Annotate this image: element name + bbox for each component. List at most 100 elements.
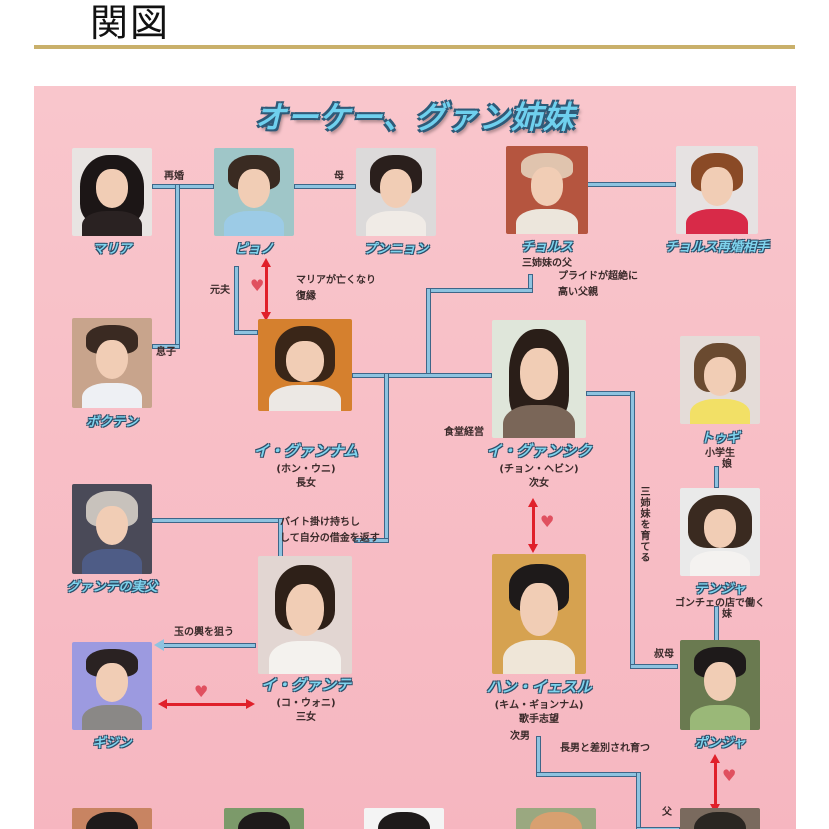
desc-toggi: 小学生 xyxy=(705,448,735,459)
name-cholsu-wife: チョルス再婚相手 xyxy=(664,240,770,255)
portrait-gijun[interactable] xyxy=(72,642,152,730)
portrait-pyono[interactable] xyxy=(214,148,294,236)
desc-tenja: ゴンチェの店で働く xyxy=(675,598,765,609)
note-discriminated: 長男と差別され育つ xyxy=(560,743,650,754)
note-restaurant: 食堂経営 xyxy=(444,427,484,438)
line-ex-husband xyxy=(234,266,239,334)
note-son: 息子 xyxy=(156,347,176,358)
note-reunited-1: マリアが亡くなり xyxy=(296,275,376,286)
heading-divider xyxy=(34,45,795,49)
desc-gwansik: 次女 xyxy=(529,478,549,489)
note-part-time-2: して自分の借金を返す xyxy=(280,533,380,544)
note-remarried: 再婚 xyxy=(164,171,184,182)
name-tenja: テンジャ xyxy=(694,582,746,597)
name-gwante-father: グァンテの実父 xyxy=(66,580,158,595)
love-arrow-pyono-gwannam xyxy=(265,266,268,316)
desc-cholsu: 三姉妹の父 xyxy=(522,258,572,269)
line-gwansik-right xyxy=(586,391,634,396)
note-younger-sister: 妹 xyxy=(722,609,732,620)
name-gijun: ギジン xyxy=(92,736,132,751)
name-bokuten: ボクテン xyxy=(85,415,139,430)
love-arrow-gijun-gwante xyxy=(166,703,246,706)
name-pyono: ピョノ xyxy=(234,242,274,257)
portrait-bottom-3[interactable] xyxy=(364,808,444,829)
note-reunited-2: 復縁 xyxy=(296,291,316,302)
portrait-han-yeseul[interactable] xyxy=(492,554,586,674)
name-cholsu: チョルス xyxy=(520,240,574,255)
note-part-time-1: バイト掛け持ちし xyxy=(280,517,360,528)
line-gwante-join xyxy=(354,538,389,543)
portrait-bottom-4[interactable] xyxy=(516,808,596,829)
arrow-up-icon xyxy=(710,754,720,763)
note-mother: 母 xyxy=(334,171,344,182)
line-toggi-tenja xyxy=(714,466,719,488)
portrait-bokuten[interactable] xyxy=(72,318,152,408)
heart-icon: ♥ xyxy=(540,512,555,531)
portrait-cholsu-wife[interactable] xyxy=(676,146,758,234)
portrait-punnyon[interactable] xyxy=(356,148,436,236)
portrait-bottom-1[interactable] xyxy=(72,808,152,829)
note-daughter: 娘 xyxy=(722,459,732,470)
actor-gwansik: (チョン・ヘビン) xyxy=(499,464,579,475)
arrow-down-icon xyxy=(528,544,538,553)
line-gold-digger xyxy=(162,643,256,648)
arrow-up-icon xyxy=(528,498,538,507)
arrow-right-icon xyxy=(246,699,255,709)
desc-gwannam: 長女 xyxy=(296,478,316,489)
heart-icon: ♥ xyxy=(194,682,209,701)
arrow-gold-digger-icon xyxy=(154,639,164,651)
note-aunt: 叔母 xyxy=(654,649,674,660)
desc-gwante: 三女 xyxy=(296,712,316,723)
line-gwannam-gwansik xyxy=(352,373,492,378)
line-gwannam-down xyxy=(384,373,389,543)
page-heading: 関図 xyxy=(90,1,171,45)
portrait-gwante[interactable] xyxy=(258,556,352,674)
arrow-left-icon xyxy=(158,699,167,709)
name-gwante: イ・グァンテ xyxy=(260,676,352,694)
line-han-down xyxy=(536,736,541,776)
name-toggi: トゥギ xyxy=(700,431,740,446)
name-gwansik: イ・グァンシク xyxy=(486,442,592,460)
note-second-son: 次男 xyxy=(510,731,530,742)
name-ponja: ポンジャ xyxy=(694,736,746,751)
line-remarry-down xyxy=(175,184,180,349)
line-cholsu-h xyxy=(426,288,533,293)
diagram-title: オーケー、グァン姉妹 xyxy=(255,100,575,136)
actor-gwannam: (ホン・ウニ) xyxy=(276,464,336,475)
note-father: 父 xyxy=(662,807,672,818)
line-tenja-ponja xyxy=(714,606,719,642)
portrait-gwante-father[interactable] xyxy=(72,484,152,574)
portrait-gwannam[interactable] xyxy=(258,319,352,411)
portrait-gwansik[interactable] xyxy=(492,320,586,438)
arrow-up-icon xyxy=(261,258,271,267)
portrait-bottom-5[interactable] xyxy=(680,808,760,829)
heart-icon: ♥ xyxy=(250,276,265,295)
line-maria-pyono xyxy=(152,184,214,189)
line-pyono-punnyon xyxy=(294,184,356,189)
portrait-toggi[interactable] xyxy=(680,336,760,424)
relationship-diagram: オーケー、グァン姉妹 ♥ ♥ ♥ ♥ マリア ピョノ xyxy=(34,86,796,829)
portrait-maria[interactable] xyxy=(72,148,152,236)
name-punnyon: プンニョン xyxy=(363,242,429,257)
line-realfather-h xyxy=(152,518,282,523)
love-arrow-gwansik-han xyxy=(532,506,535,548)
line-han-h2 xyxy=(636,827,680,829)
love-arrow-ponja xyxy=(714,762,717,808)
portrait-ponja[interactable] xyxy=(680,640,760,730)
line-han-h xyxy=(536,772,640,777)
note-raised-sisters: 三姉妹を育てる xyxy=(638,486,649,563)
desc-han-yeseul: 歌手志望 xyxy=(519,714,559,725)
portrait-bottom-2[interactable] xyxy=(224,808,304,829)
note-gold-digger: 玉の輿を狙う xyxy=(174,627,234,638)
line-sisters-v xyxy=(426,288,431,378)
line-han-v2 xyxy=(636,772,641,829)
line-to-bokuten xyxy=(152,344,180,349)
actor-han-yeseul: (キム・ギョンナム) xyxy=(494,700,584,711)
heart-icon: ♥ xyxy=(722,766,737,785)
name-han-yeseul: ハン・イェスル xyxy=(486,678,592,696)
portrait-cholsu[interactable] xyxy=(506,146,588,234)
name-gwannam: イ・グァンナム xyxy=(253,442,359,460)
line-raise-h xyxy=(630,664,678,669)
note-ex-husband: 元夫 xyxy=(210,285,230,296)
portrait-tenja[interactable] xyxy=(680,488,760,576)
